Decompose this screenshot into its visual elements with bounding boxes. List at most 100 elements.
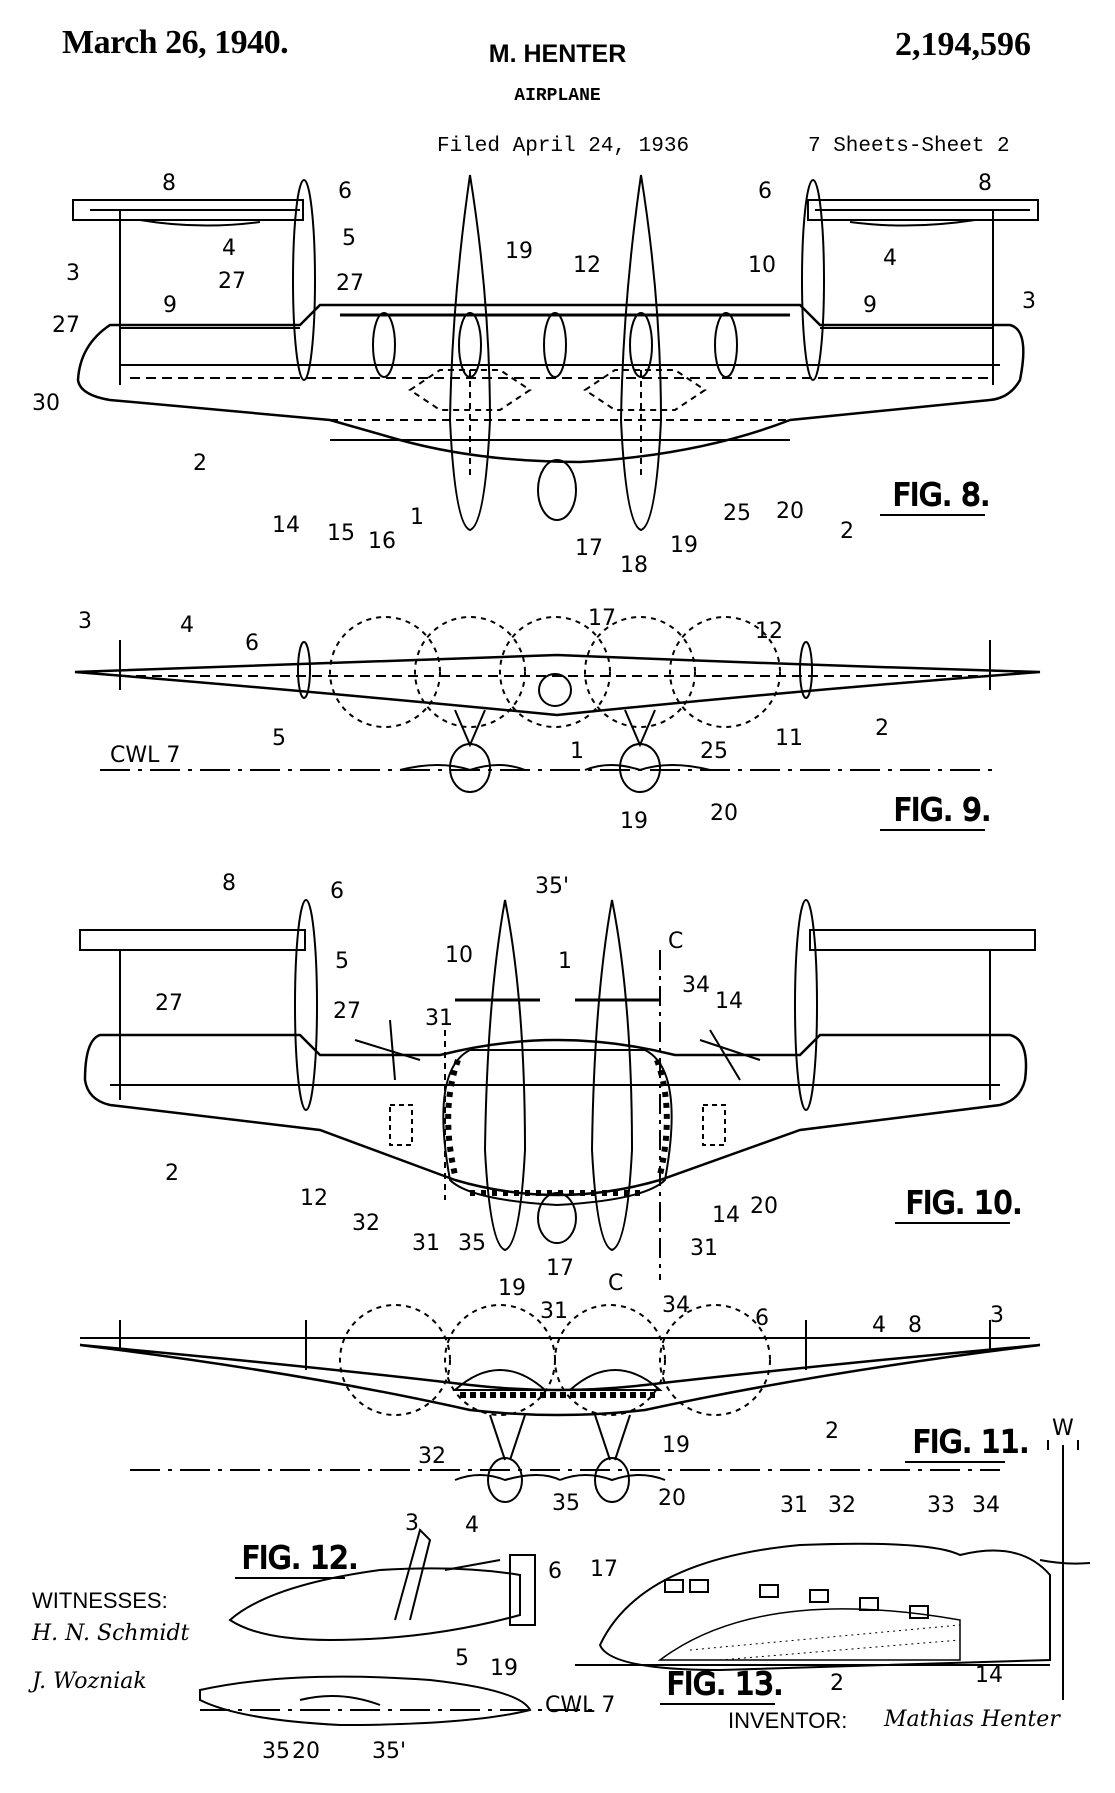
figure-9-drawing <box>74 616 1041 793</box>
figure-12-reference-numerals: 3 4 6 5 19 CWL 7 35 20 35' <box>262 1511 615 1764</box>
ref-numeral: 31 <box>540 1299 568 1324</box>
ref-numeral: 3 <box>990 1303 1004 1328</box>
ref-numeral: 27 <box>218 269 246 294</box>
ref-numeral: 20 <box>658 1486 686 1511</box>
ref-numeral: 10 <box>748 253 776 278</box>
figure-9-reference-numerals: 3 4 6 17 12 5 1 25 11 2 CWL 7 19 20 <box>78 606 889 834</box>
ref-numeral: W <box>1052 1416 1074 1441</box>
ref-numeral: 31 <box>412 1231 440 1256</box>
ref-numeral: 17 <box>590 1557 618 1582</box>
fig-12-label: FIG. 12. <box>242 1541 358 1576</box>
ref-numeral: 2 <box>830 1671 844 1696</box>
ref-numeral: 16 <box>368 529 396 554</box>
witnesses-label: WITNESSES: <box>32 1588 168 1613</box>
ref-numeral: 35 <box>552 1491 580 1516</box>
ref-numeral: 4 <box>883 246 897 271</box>
patent-date: March 26, 1940. <box>62 24 289 61</box>
ref-numeral: 31 <box>425 1006 453 1031</box>
ref-numeral: 25 <box>700 739 728 764</box>
ref-numeral: 14 <box>272 513 300 538</box>
inventor-signature: Mathias Henter <box>883 1707 1061 1732</box>
ref-numeral: 5 <box>272 726 286 751</box>
ref-numeral: 6 <box>758 179 772 204</box>
witness-signature-2: J. Wozniak <box>28 1669 147 1694</box>
ref-numeral: 5 <box>455 1646 469 1671</box>
fig-13-label: FIG. 13. <box>667 1667 783 1702</box>
ref-numeral: 1 <box>570 739 584 764</box>
ref-numeral: 6 <box>245 631 259 656</box>
ref-numeral: 27 <box>333 999 361 1024</box>
ref-numeral: 15 <box>327 521 355 546</box>
ref-numeral: 14 <box>975 1663 1003 1688</box>
inventor-name: M. HENTER <box>488 40 627 68</box>
ref-numeral: 1 <box>410 505 424 530</box>
ref-numeral: 35' <box>535 874 569 899</box>
ref-numeral: 34 <box>972 1493 1000 1518</box>
ref-numeral: 5 <box>335 949 349 974</box>
patent-title: AIRPLANE <box>514 86 601 106</box>
ref-numeral: 3 <box>66 261 80 286</box>
ref-numeral: 34 <box>662 1293 690 1318</box>
ref-numeral: 2 <box>840 519 854 544</box>
ref-numeral: 20 <box>710 801 738 826</box>
ref-numeral: 6 <box>755 1306 769 1331</box>
ref-numeral: 19 <box>620 809 648 834</box>
ref-numeral: 8 <box>978 171 992 196</box>
figure-12-drawing <box>199 1528 600 1727</box>
ref-numeral: 27 <box>336 271 364 296</box>
ref-numeral: 3 <box>78 609 92 634</box>
ref-numeral: 5 <box>342 226 356 251</box>
signature-block: WITNESSES: H. N. Schmidt J. Wozniak INVE… <box>28 1588 1061 1733</box>
ref-numeral: 2 <box>825 1419 839 1444</box>
inventor-label: INVENTOR: <box>728 1708 847 1733</box>
ref-numeral: 20 <box>292 1739 320 1764</box>
ref-numeral: 8 <box>162 171 176 196</box>
ref-numeral: 27 <box>155 991 183 1016</box>
ref-numeral: 4 <box>222 236 236 261</box>
ref-numeral: 10 <box>445 943 473 968</box>
figure-10-drawing <box>79 899 1036 1280</box>
ref-numeral: 20 <box>776 499 804 524</box>
ref-numeral: 34 <box>682 973 710 998</box>
ref-numeral: 19 <box>505 239 533 264</box>
ref-numeral: 25 <box>723 501 751 526</box>
ref-numeral: 8 <box>222 871 236 896</box>
ref-numeral: 14 <box>712 1203 740 1228</box>
ref-numeral: 19 <box>662 1433 690 1458</box>
ref-numeral: 32 <box>418 1444 446 1469</box>
ref-numeral: 14 <box>715 989 743 1014</box>
figure-13-drawing <box>575 1542 1091 1672</box>
ref-numeral: 12 <box>755 619 783 644</box>
figure-11-reference-numerals: 31 34 6 4 8 3 2 32 19 35 20 W <box>418 1293 1074 1516</box>
ref-numeral: 6 <box>338 179 352 204</box>
ref-numeral: 3 <box>1022 289 1036 314</box>
fig-9-label: FIG. 9. <box>894 793 991 828</box>
ref-numeral: 19 <box>498 1276 526 1301</box>
ref-numeral: 9 <box>863 293 877 318</box>
ref-numeral: 4 <box>872 1313 886 1338</box>
ref-numeral: 11 <box>775 726 803 751</box>
ref-numeral: 9 <box>163 293 177 318</box>
ref-numeral: 17 <box>546 1256 574 1281</box>
ref-numeral: 8 <box>908 1313 922 1338</box>
patent-number: 2,194,596 <box>895 26 1031 63</box>
figure-8-drawing <box>72 174 1039 532</box>
filed-date: Filed April 24, 1936 <box>437 135 690 158</box>
ref-numeral: 12 <box>573 253 601 278</box>
ref-numeral: 4 <box>180 613 194 638</box>
ref-numeral: 35 <box>458 1231 486 1256</box>
figure-11-drawing <box>79 1304 1079 1700</box>
ref-numeral: 35 <box>262 1739 290 1764</box>
ref-numeral: 32 <box>828 1493 856 1518</box>
figure-10-reference-numerals: 8 6 35' C 10 1 34 14 5 27 27 31 2 12 32 … <box>155 871 778 1301</box>
ref-numeral: C <box>608 1271 623 1296</box>
ref-numeral: 27 <box>52 313 80 338</box>
ref-numeral: 2 <box>875 716 889 741</box>
ref-numeral: 3 <box>405 1511 419 1536</box>
ref-numeral: 2 <box>193 451 207 476</box>
ref-numeral: CWL 7 <box>110 743 180 768</box>
ref-numeral: 18 <box>620 553 648 578</box>
figure-13-reference-numerals: 17 31 32 33 34 2 14 <box>590 1493 1003 1696</box>
ref-numeral: 6 <box>548 1559 562 1584</box>
